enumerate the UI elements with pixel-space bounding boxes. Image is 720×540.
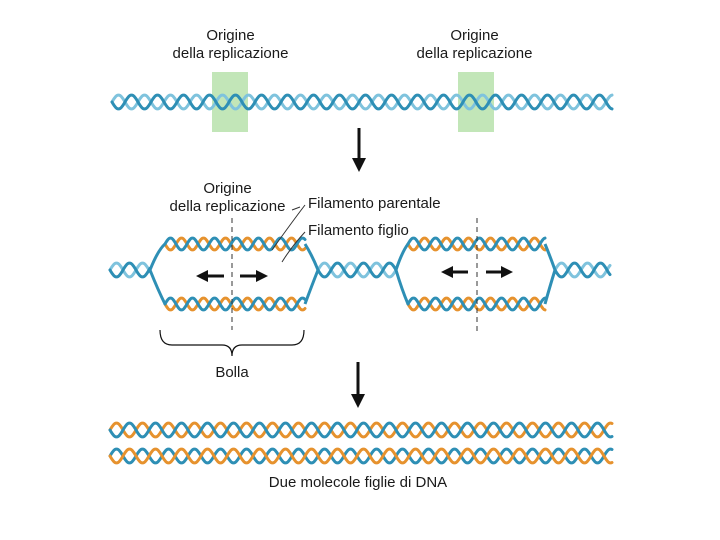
fork-arrow-right-icon (486, 266, 513, 278)
fork-connector (303, 243, 320, 271)
down-arrow-icon (352, 128, 366, 172)
origin-label-line2: della replicazione (169, 198, 286, 215)
fork-connector (148, 242, 167, 271)
origin-label-line2: della replicazione (172, 45, 289, 62)
fork-connector (543, 269, 557, 305)
result-label: Due molecole figlie di DNA (268, 474, 448, 491)
leader-line-daughter (281, 231, 306, 263)
bubble1-upper-parental (163, 236, 307, 252)
unreplicated-helix-strand-a (553, 261, 612, 279)
leader-line-origin (291, 206, 301, 211)
daughter-strand-label: Filamento figlio (308, 222, 409, 239)
unreplicated-helix-strand-b (553, 261, 612, 279)
fork-arrow-left-icon (196, 270, 224, 282)
dna-helix-with-bubbles (108, 236, 612, 312)
fork-arrow-left-icon (441, 266, 468, 278)
origin-label-line1: Origine (450, 27, 499, 44)
parental-helix-strand-a (110, 93, 614, 111)
origin-label-line1: Origine (203, 180, 252, 197)
unreplicated-helix-strand-b (108, 261, 152, 279)
down-arrow-icon (351, 362, 365, 408)
bubble1-lower-parental (163, 296, 307, 312)
origin-label-top-left: Origine della replicazione (158, 27, 303, 63)
fork-connector (394, 269, 410, 305)
daughter2-helix-strand-a (108, 447, 614, 465)
origin-label-line2: della replicazione (416, 45, 533, 62)
bubble-label: Bolla (215, 364, 249, 381)
daughter2-helix-strand-b (108, 447, 614, 465)
fork-connector (543, 243, 557, 271)
daughter-dna-molecule-2 (108, 447, 614, 465)
dna-helix-parental (110, 93, 614, 111)
daughter1-helix-strand-b (108, 421, 614, 439)
fork-connector (394, 243, 410, 271)
origin-label-line1: Origine (206, 27, 255, 44)
bubble1-upper-daughter (163, 236, 307, 252)
fork-connector (303, 269, 320, 305)
fork-connector (148, 269, 167, 305)
daughter1-helix-strand-a (108, 421, 614, 439)
bubble1-lower-daughter (163, 296, 307, 312)
unreplicated-helix-strand-a (108, 261, 152, 279)
parental-strand-label: Filamento parentale (308, 195, 441, 212)
daughter-dna-molecule-1 (108, 421, 614, 439)
bubble-bracket (159, 329, 305, 357)
origin-label-top-right: Origine della replicazione (402, 27, 547, 63)
origin-label-middle: Origine della replicazione (155, 180, 300, 216)
fork-arrow-right-icon (240, 270, 268, 282)
leader-line-parental (271, 204, 306, 251)
unreplicated-helix-strand-a (316, 261, 398, 279)
